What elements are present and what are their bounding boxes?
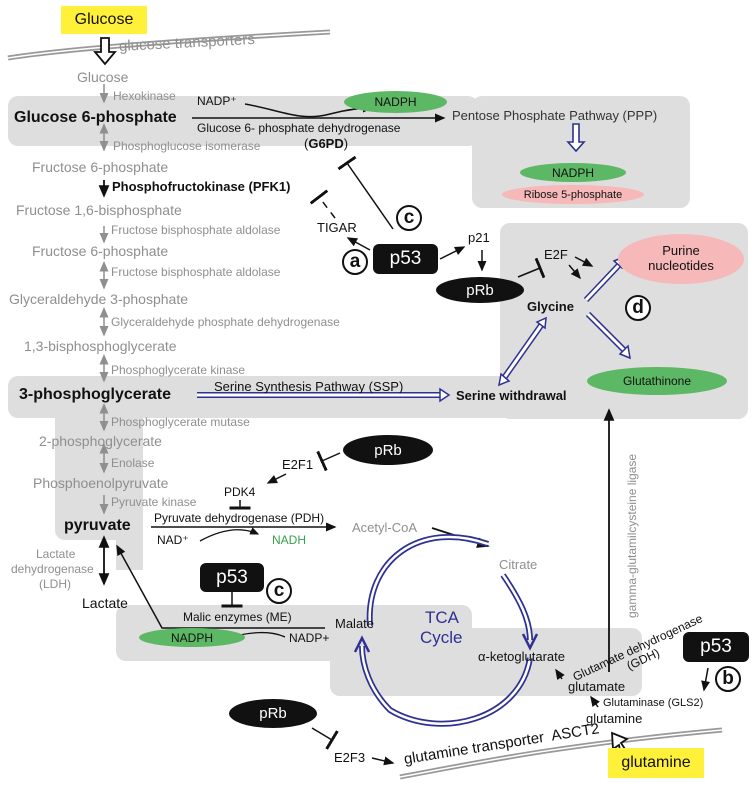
glucose-import-arrow [93,37,117,66]
ldh-label-line-3: (LDH) [39,577,71,591]
nadph-ellipse-ppp-reaction: NADPH [344,91,447,113]
ssp-label: Serine Synthesis Pathway (SSP) [214,379,404,394]
fructose-6-phosphate: Fructose 6-phosphate [32,159,169,175]
aldolase-label-2: Fructose bisphosphate aldolase [111,265,281,279]
1-3-bisphosphoglycerate: 1,3-bisphosphoglycerate [24,338,177,354]
label-c-middle: c [266,578,292,604]
p21: p21 [468,230,490,245]
fructose-6-phosphate-2: Fructose 6-phosphate [32,243,169,259]
panel-lactate-strip [116,540,143,570]
phosphoenolpyruvate: Phosphoenolpyruvate [33,475,169,491]
p53-node-bottom: p53 [683,632,749,662]
p53-node-top: p53 [373,244,438,274]
label-d: d [625,295,651,321]
p53-node-middle: p53 [200,563,264,592]
pdk4: PDK4 [224,485,256,499]
2-phosphoglycerate: 2-phosphoglycerate [39,433,162,449]
fructose-1-6-bisphosphate: Fructose 1,6-bisphosphate [16,202,182,218]
serine-withdrawal: Serine withdrawal [456,388,567,403]
nadp-plus-malic: NADP+ [289,631,330,645]
phosphoglucose-isomerase-label: Phosphoglucose isomerase [113,139,261,153]
gls2-label: Glutaminase (GLS2) [603,697,704,709]
prb-node-bottom: pRb [229,699,317,728]
g6pd-name: Glucose 6- phosphate dehydrogenase [197,121,401,135]
aldolase-label-1: Fructose bisphosphate aldolase [111,223,281,237]
tca-title-line-1: TCA [425,608,459,627]
prb-node-top: pRb [436,277,524,303]
phosphoglycerate-mutase-label: Phosphoglycerate mutase [111,415,250,429]
hexokinase-label: Hexokinase [113,89,176,103]
enolase-label: Enolase [111,456,155,470]
lactate: Lactate [82,595,128,611]
label-b: b [715,666,741,692]
pfk1-label: Phosphofructokinase (PFK1) [112,179,291,194]
glucose-6-phosphate: Glucose 6-phosphate [14,109,177,126]
glucose-transporters-label: glucose transporters [118,30,256,55]
e2f1: E2F1 [282,457,314,472]
pyruvate-kinase-label: Pyruvate kinase [111,495,197,509]
ppp-nadph-product: NADPH [520,163,626,182]
extracellular-glucose: Glucose [61,6,147,34]
malic-enzymes-label: Malic enzymes (ME) [183,610,292,624]
glyceraldehyde-3-phosphate: Glyceraldehyde 3-phosphate [9,291,189,307]
label-c-top: c [396,205,422,231]
gcl-label: gamma-glutamilcysteine ligase [625,453,639,618]
nadh: NADH [272,533,307,547]
3-phosphoglycerate: 3-phosphoglycerate [19,386,172,403]
label-a: a [342,249,368,275]
ldh-label-line-2: dehydrogenase [11,562,94,576]
glutathione: Glutathinone [587,367,727,395]
glutamine-transporter-label: glutamine transporter ASCT2 [402,720,601,768]
nad-plus: NAD⁺ [157,533,189,547]
panel-pyruvate [55,400,143,540]
e2f: E2F [544,247,568,262]
glutamine-intracellular: glutamine [586,711,643,726]
prb-node-middle: pRb [343,435,433,465]
glutamate: glutamate [568,679,626,694]
ldh-label-line-1: Lactate [36,547,76,561]
pdh-label: Pyruvate dehydrogenase (PDH) [154,511,325,525]
g6pd-abbr: (G6PD) [304,136,349,151]
extracellular-glutamine: glutamine [608,748,704,778]
phosphoglycerate-kinase-label: Phosphoglycerate kinase [111,363,246,377]
nadp-plus-label: NADP⁺ [197,94,237,108]
alpha-ketoglutarate: α-ketoglutarate [478,649,566,664]
purine-nucleotides: Purine nucleotides [618,234,744,284]
gapdh-label: Glyceraldehyde phosphate dehydrogenase [111,315,340,329]
tigar: TIGAR [317,220,357,235]
pyruvate: pyruvate [64,517,131,534]
ppp-title: Pentose Phosphate Pathway (PPP) [452,108,658,123]
glycine: Glycine [527,299,574,314]
malate: Malate [335,616,375,631]
ribose-5-phosphate: Ribose 5-phosphate [502,185,644,204]
e2f3: E2F3 [334,750,366,765]
nadph-malic: NADPH [139,628,245,647]
citrate: Citrate [499,557,538,572]
tca-title-line-2: Cycle [420,628,463,647]
glucose-intracellular: Glucose [77,69,129,85]
acetyl-coa: Acetyl-CoA [352,520,418,535]
